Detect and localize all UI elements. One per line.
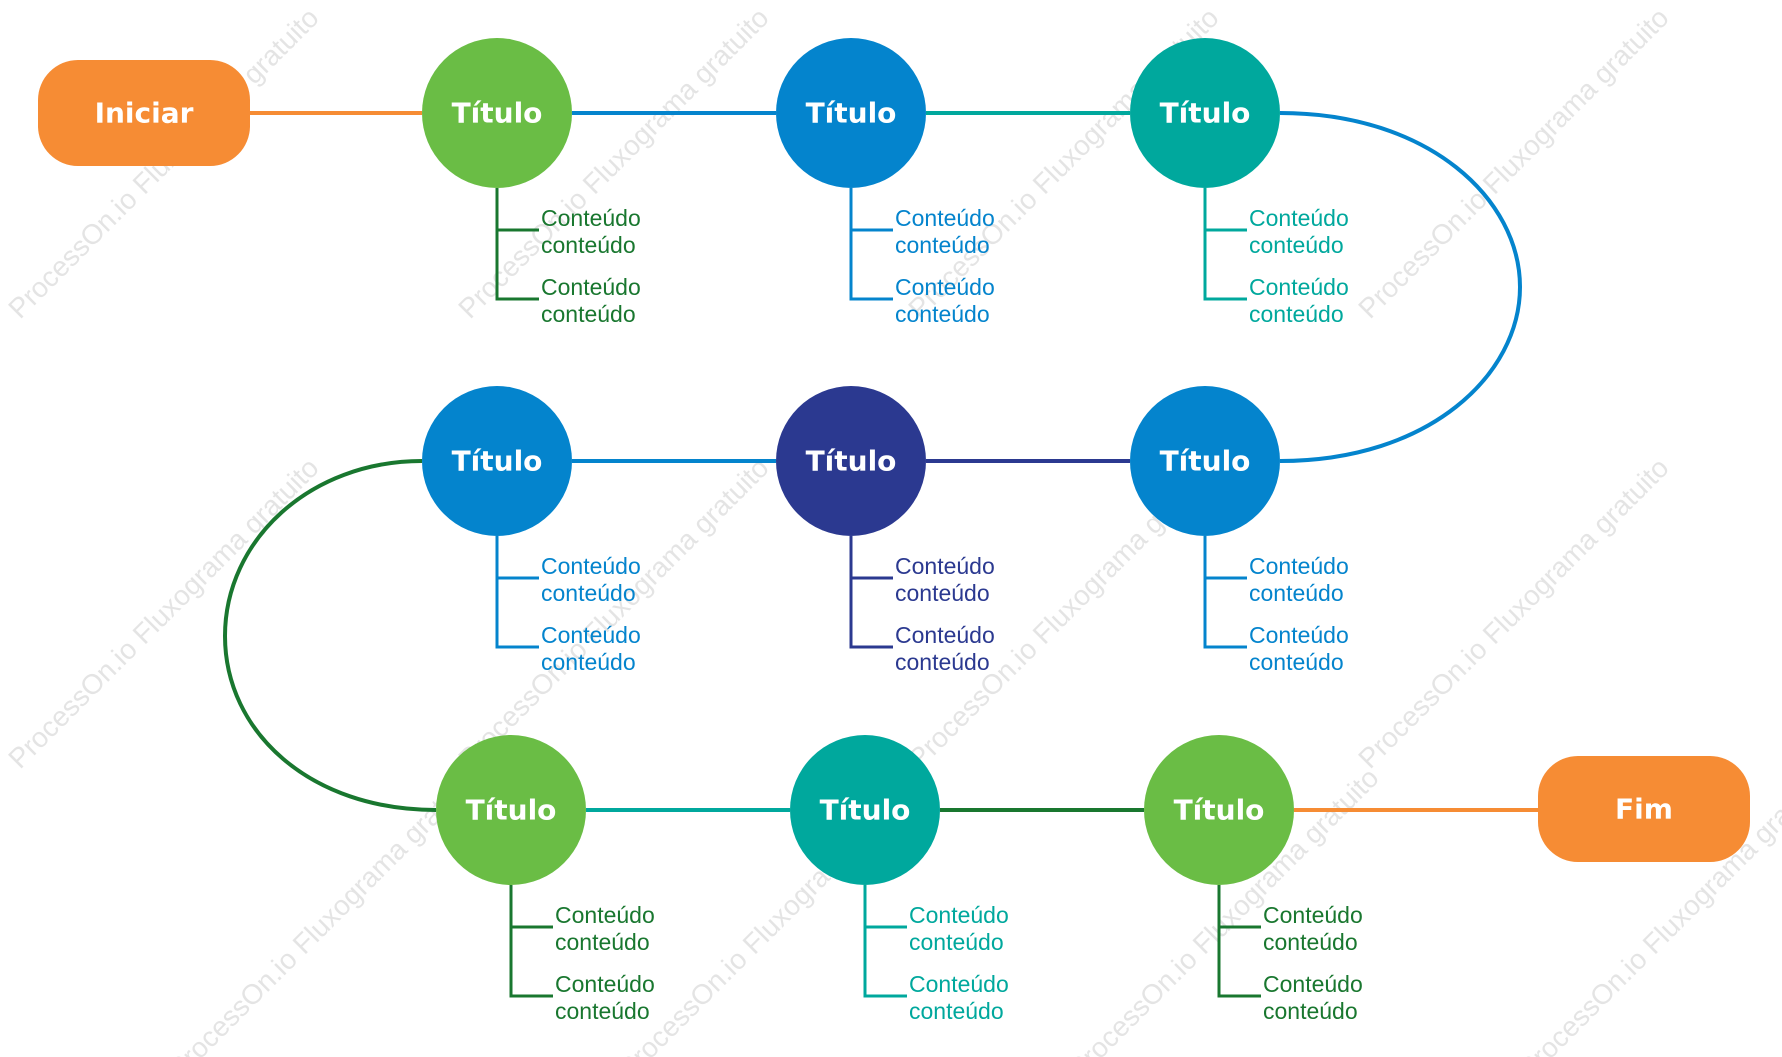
start-shape [38,60,250,166]
content-line: conteúdo [541,649,636,675]
content-line: Conteúdo [555,902,655,928]
branch-line [509,885,553,998]
content-line: conteúdo [1263,929,1358,955]
step-title: Título [806,97,897,130]
step-node[interactable]: Título [776,38,926,188]
end-shape [1538,756,1750,862]
step-circle [436,735,586,885]
end-terminal[interactable]: Fim [1538,756,1750,862]
content-line: Conteúdo [1249,553,1349,579]
step-circle [1130,38,1280,188]
step-title: Título [466,794,557,827]
connector-line [222,459,437,812]
content-line: Conteúdo [895,553,995,579]
step-title: Título [1174,794,1265,827]
content-line: Conteúdo [1249,205,1349,231]
step-node[interactable]: Título [422,38,572,188]
start-label: Iniciar [95,97,194,130]
step-circle [422,386,572,536]
content-line: conteúdo [895,301,990,327]
step-title: Título [452,97,543,130]
step-circle [776,38,926,188]
branch-line [1203,188,1247,301]
content-line: Conteúdo [895,622,995,648]
branch-line [495,188,539,301]
content-line: Conteúdo [1263,902,1363,928]
content-line: Conteúdo [1249,274,1349,300]
connector-line [1279,111,1523,463]
content-line: conteúdo [1263,998,1358,1024]
content-line: conteúdo [909,929,1004,955]
branch-line [1203,536,1247,649]
content-line: conteúdo [895,232,990,258]
content-line: Conteúdo [555,971,655,997]
content-line: conteúdo [541,232,636,258]
content-line: Conteúdo [909,971,1009,997]
content-line: Conteúdo [541,274,641,300]
content-line: conteúdo [541,580,636,606]
step-node[interactable]: Título [1130,38,1280,188]
step-node[interactable]: Título [1144,735,1294,885]
step-node[interactable]: Título [790,735,940,885]
content-line: conteúdo [555,929,650,955]
step-circle [422,38,572,188]
connector-layer [222,111,1538,812]
watermark-text: ProcessOn.io Fluxograma gratuito [2,452,324,774]
content-line: conteúdo [895,649,990,675]
content-line: conteúdo [1249,301,1344,327]
content-line: conteúdo [895,580,990,606]
terminal-layer: Iniciar Fim [38,60,1750,862]
content-line: Conteúdo [895,205,995,231]
step-title: Título [1160,445,1251,478]
branch-line [849,536,893,649]
content-line: conteúdo [1249,580,1344,606]
watermark-text: ProcessOn.io Fluxograma gratuito [1352,452,1674,774]
content-line: Conteúdo [1263,971,1363,997]
branch-layer: ConteúdoconteúdoConteúdoconteúdoConteúdo… [495,188,1363,1024]
end-label: Fim [1615,793,1673,826]
branch-line [849,188,893,301]
content-line: conteúdo [1249,649,1344,675]
step-node[interactable]: Título [436,735,586,885]
content-line: conteúdo [541,301,636,327]
content-line: Conteúdo [1249,622,1349,648]
step-circle [1144,735,1294,885]
start-terminal[interactable]: Iniciar [38,60,250,166]
content-line: Conteúdo [541,553,641,579]
step-title: Título [806,445,897,478]
content-line: Conteúdo [909,902,1009,928]
content-line: Conteúdo [541,205,641,231]
step-circle [1130,386,1280,536]
step-circle [776,386,926,536]
content-line: conteúdo [909,998,1004,1024]
step-node[interactable]: Título [1130,386,1280,536]
branch-line [1217,885,1261,998]
step-node[interactable]: Título [422,386,572,536]
step-circle [790,735,940,885]
branch-line [863,885,907,998]
content-line: Conteúdo [541,622,641,648]
branch-line [495,536,539,649]
content-line: conteúdo [1249,232,1344,258]
content-line: conteúdo [555,998,650,1024]
step-title: Título [452,445,543,478]
step-title: Título [820,794,911,827]
content-line: Conteúdo [895,274,995,300]
watermark-text: ProcessOn.io Fluxograma gratuito [1352,2,1674,324]
step-title: Título [1160,97,1251,130]
step-node[interactable]: Título [776,386,926,536]
